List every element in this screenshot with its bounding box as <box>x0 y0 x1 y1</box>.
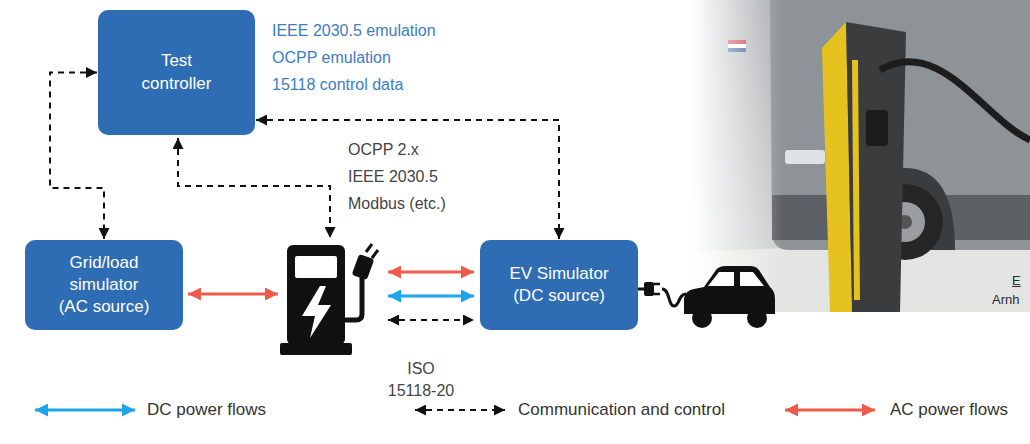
control-link <box>178 138 330 238</box>
photo-caption: E <box>1012 272 1021 290</box>
node-text: EV Simulator (DC source) <box>504 263 614 307</box>
photo-fade <box>692 0 782 312</box>
photo <box>692 0 1030 312</box>
legend-sample <box>35 409 135 412</box>
charger-holster <box>866 110 888 146</box>
protocol-label: ISO 15118-20 <box>381 358 461 401</box>
legend-text: AC power flows <box>890 400 1008 420</box>
charger-cable <box>880 62 1030 140</box>
ac-power-flow <box>188 293 278 296</box>
simulator-box: EV Simulator (DC source) <box>480 240 638 330</box>
legend-sample <box>415 409 505 411</box>
annotation: IEEE 2030.5 emulation <box>272 20 436 42</box>
ac-power-flow <box>388 271 474 274</box>
control-connector <box>50 73 104 240</box>
legend-text: DC power flows <box>147 400 266 420</box>
annotation: OCPP emulation <box>272 47 391 69</box>
dc-power-flow <box>388 295 474 298</box>
photo-caption: Arnh <box>992 291 1019 309</box>
control-link <box>388 319 474 321</box>
node-text: Grid/load simulator (AC source) <box>56 252 152 318</box>
control-connector <box>256 120 559 239</box>
charger-stripe <box>852 60 860 300</box>
controller-box: Test controller <box>98 10 255 135</box>
nozzle <box>352 254 375 280</box>
protocol-label: OCPP 2.x <box>348 139 419 161</box>
node-text: Test controller <box>129 50 224 94</box>
charger-icon <box>280 244 378 355</box>
protocol-label: IEEE 2030.5 <box>348 166 438 188</box>
photo-wall <box>692 0 1030 312</box>
annotation: 15118 control data <box>272 74 403 96</box>
legend-text: Communication and control <box>518 400 725 420</box>
truck-light <box>785 150 825 164</box>
bolt <box>302 286 331 338</box>
simulator-box: Grid/load simulator (AC source) <box>25 240 183 330</box>
legend-sample <box>785 409 875 412</box>
ev-car-icon <box>638 266 775 328</box>
protocol-label: Modbus (etc.) <box>348 193 446 215</box>
